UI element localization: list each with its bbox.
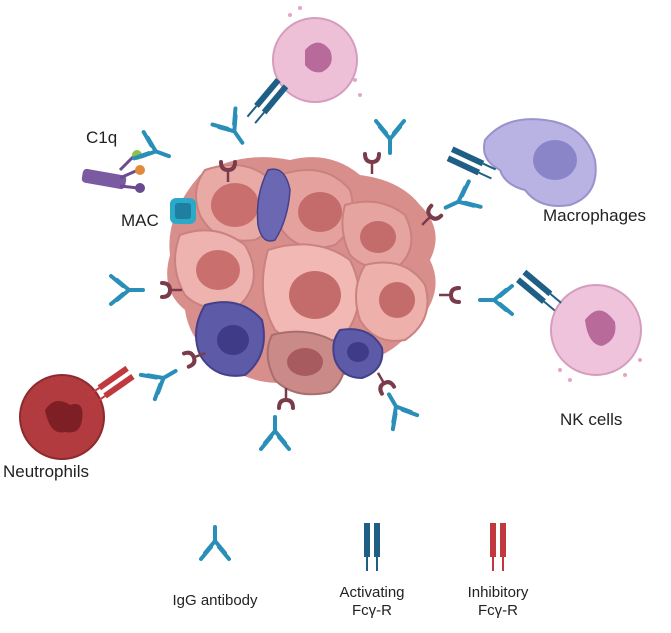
legend-activating-line1: Activating — [339, 584, 405, 601]
legend-igg-label: IgG antibody — [172, 592, 258, 609]
legend-activating-icon — [363, 522, 381, 572]
neutrophil-cell — [19, 364, 136, 460]
nk-cell — [515, 268, 642, 382]
neutrophils-label: Neutrophils — [3, 462, 89, 481]
macrophage-cell — [445, 118, 597, 207]
legend-activating-line2: Fcγ-R — [352, 602, 392, 619]
legend-activating-label: Activating Fcγ-R — [322, 584, 422, 620]
mac-label: MAC — [121, 211, 159, 230]
top-effector-cell — [244, 6, 362, 127]
c1q-label: C1q — [86, 128, 118, 147]
macrophages-label: Macrophages — [543, 206, 647, 225]
tumor-cluster — [167, 157, 436, 396]
legend-igg-icon — [199, 525, 231, 561]
legend-inhibitory-label: Inhibitory Fcγ-R — [448, 584, 548, 620]
mac-pore — [170, 198, 196, 224]
c1q-complex — [81, 150, 145, 193]
nk-cells-label: NK cells — [560, 410, 623, 429]
legend-inhibitory-line2: Fcγ-R — [478, 602, 518, 619]
legend-inhibitory-line1: Inhibitory — [467, 584, 529, 601]
legend-inhibitory-icon — [489, 522, 507, 572]
